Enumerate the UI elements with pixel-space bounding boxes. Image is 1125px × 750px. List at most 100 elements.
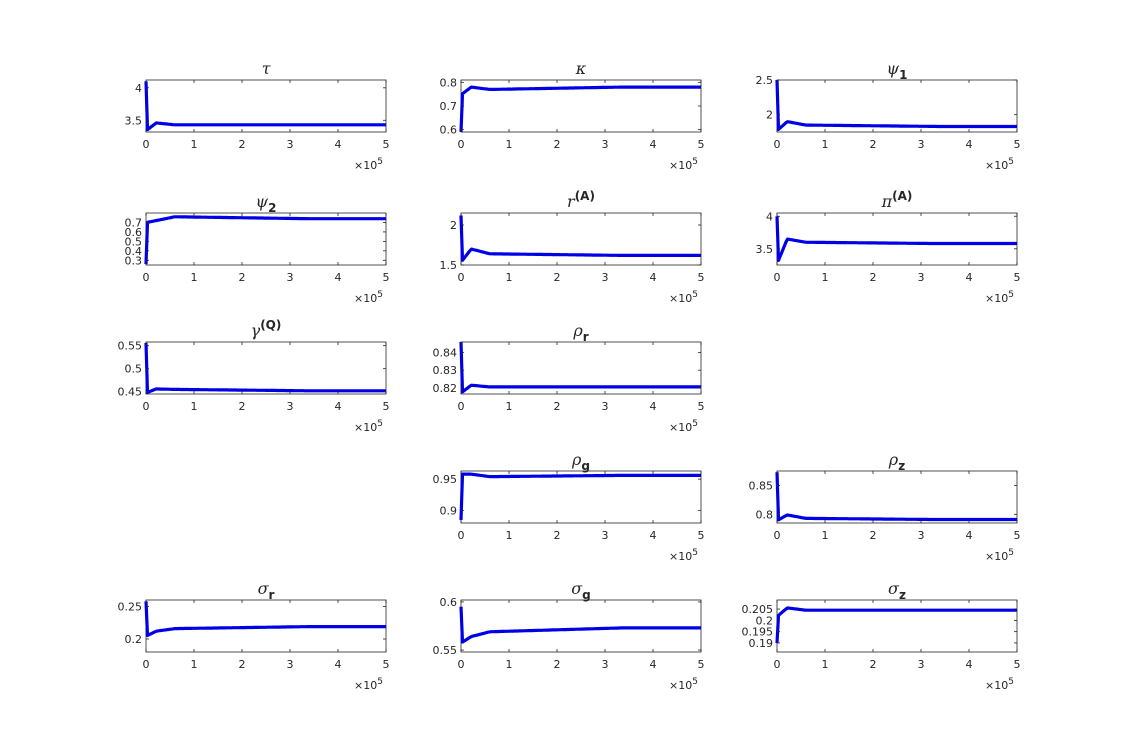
y-tick-label: 0.9 xyxy=(440,504,458,517)
x-scale-multiplier: ×105 xyxy=(985,290,1014,305)
series-line xyxy=(775,606,1018,644)
y-tick-label: 0.3 xyxy=(125,254,143,267)
y-tick-label: 3.5 xyxy=(756,243,774,256)
x-tick-label: 3 xyxy=(287,271,294,284)
x-scale-multiplier: ×105 xyxy=(669,419,698,434)
x-tick-label: 4 xyxy=(650,529,657,542)
x-tick-label: 1 xyxy=(191,658,198,671)
y-tick-label: 0.84 xyxy=(433,347,458,360)
x-scale-exponent: 5 xyxy=(692,157,698,167)
y-tick-label: 2 xyxy=(766,109,773,122)
x-tick-label: 4 xyxy=(966,658,973,671)
title-symbol: π xyxy=(881,192,893,211)
x-tick-label: 2 xyxy=(870,271,877,284)
subplot-title: ρg xyxy=(571,450,590,473)
y-tick-label: 0.6 xyxy=(440,124,458,137)
x-scale-multiplier: ×105 xyxy=(985,157,1014,172)
x-tick-label: 5 xyxy=(383,138,390,151)
title-symbol: σ xyxy=(258,579,270,598)
title-subscript: 1 xyxy=(899,68,907,82)
x-tick-label: 0 xyxy=(774,529,781,542)
x-tick-label: 5 xyxy=(698,138,705,151)
x-tick-label: 4 xyxy=(650,400,657,413)
x-tick-label: 0 xyxy=(458,529,465,542)
x-tick-label: 1 xyxy=(822,138,829,151)
x-tick-label: 0 xyxy=(458,271,465,284)
y-tick-label: 0.6 xyxy=(125,226,143,239)
series-line xyxy=(459,472,702,520)
axes-box xyxy=(145,341,387,395)
y-tick-label: 0.2 xyxy=(756,614,774,627)
x-tick-label: 2 xyxy=(554,271,561,284)
axes-box xyxy=(460,470,702,524)
y-tick-label: 0.195 xyxy=(742,626,774,639)
axes-box xyxy=(460,212,702,266)
x-tick-label: 5 xyxy=(698,271,705,284)
x-tick-label: 2 xyxy=(239,400,246,413)
x-tick-label: 3 xyxy=(918,529,925,542)
title-symbol: τ xyxy=(262,59,272,78)
x-tick-label: 5 xyxy=(383,658,390,671)
x-scale-multiplier: ×105 xyxy=(669,290,698,305)
subplot-title: σz xyxy=(888,579,906,602)
x-scale-base: ×10 xyxy=(354,292,377,305)
x-tick-label: 0 xyxy=(143,400,150,413)
x-tick-label: 5 xyxy=(383,400,390,413)
title-symbol: ρ xyxy=(572,321,583,340)
title-symbol: ψ xyxy=(256,192,269,211)
y-tick-label: 0.83 xyxy=(433,364,458,377)
y-tick-label: 4 xyxy=(766,210,773,223)
x-scale-exponent: 5 xyxy=(1008,157,1014,167)
x-tick-label: 1 xyxy=(822,658,829,671)
axes-box xyxy=(776,599,1018,653)
title-symbol: κ xyxy=(575,59,587,78)
y-tick-label: 0.8 xyxy=(440,76,458,89)
title-superscript: (Q) xyxy=(260,318,281,332)
subplot-title: ψ2 xyxy=(256,192,277,215)
x-tick-label: 3 xyxy=(287,138,294,151)
x-tick-label: 4 xyxy=(335,138,342,151)
axes-box xyxy=(460,599,702,653)
x-scale-base: ×10 xyxy=(354,421,377,434)
x-scale-exponent: 5 xyxy=(692,419,698,429)
y-tick-label: 0.5 xyxy=(125,235,143,248)
subplot-title: π(A) xyxy=(881,189,913,211)
series-line xyxy=(459,85,702,133)
y-tick-label: 0.5 xyxy=(125,363,143,376)
x-scale-exponent: 5 xyxy=(1008,677,1014,687)
y-tick-label: 0.4 xyxy=(125,245,143,258)
y-tick-label: 0.25 xyxy=(118,601,143,614)
x-tick-label: 1 xyxy=(191,271,198,284)
x-scale-multiplier: ×105 xyxy=(354,157,383,172)
x-tick-label: 2 xyxy=(554,529,561,542)
x-scale-base: ×10 xyxy=(669,421,692,434)
title-symbol: σ xyxy=(571,579,583,598)
x-tick-label: 4 xyxy=(966,271,973,284)
y-tick-label: 1.5 xyxy=(440,259,458,272)
x-tick-label: 0 xyxy=(774,138,781,151)
x-tick-label: 2 xyxy=(870,658,877,671)
y-tick-label: 0.205 xyxy=(742,603,774,616)
x-scale-base: ×10 xyxy=(985,550,1008,563)
title-subscript: z xyxy=(898,459,905,473)
x-tick-label: 0 xyxy=(774,658,781,671)
y-tick-label: 0.55 xyxy=(433,644,458,657)
x-tick-label: 5 xyxy=(1014,271,1021,284)
x-scale-multiplier: ×105 xyxy=(354,677,383,692)
x-tick-label: 2 xyxy=(554,400,561,413)
x-scale-base: ×10 xyxy=(669,292,692,305)
subplot-title: r(A) xyxy=(567,189,595,211)
x-tick-label: 5 xyxy=(1014,658,1021,671)
y-tick-label: 0.7 xyxy=(440,100,458,113)
y-tick-label: 0.6 xyxy=(440,596,458,609)
series-line xyxy=(775,216,1018,262)
y-tick-label: 0.7 xyxy=(125,216,143,229)
